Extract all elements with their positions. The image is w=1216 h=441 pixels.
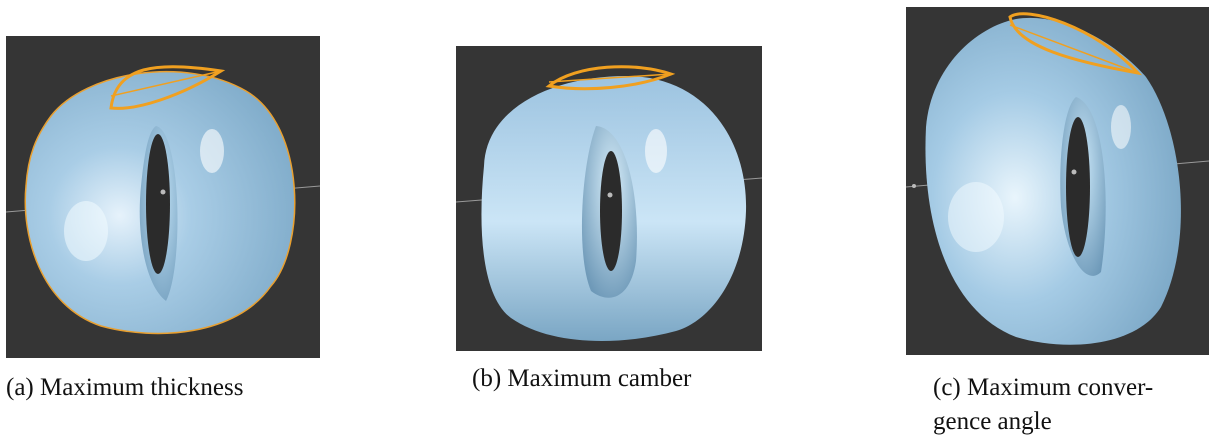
caption-text-b: Maximum camber <box>507 365 692 392</box>
highlight-a2 <box>200 129 224 173</box>
caption-c-line2: gence angle <box>933 408 1052 435</box>
axis-origin-b <box>607 192 613 198</box>
caption-c: (c) Maximum conver- gence angle <box>933 371 1209 439</box>
nacelle-render-c <box>906 12 1209 345</box>
caption-a: (a) Maximum thickness <box>6 371 320 405</box>
caption-text-a: Maximum thickness <box>40 374 244 401</box>
axis-origin-a <box>160 189 166 195</box>
caption-label-c: (c) <box>933 374 961 401</box>
caption-text-c: Maximum conver- <box>967 374 1154 401</box>
render-viewport-b <box>456 46 762 351</box>
highlight-c2 <box>1111 105 1131 149</box>
render-viewport-c <box>906 7 1209 355</box>
caption-label-a: (a) <box>6 374 34 401</box>
axis-origin-c <box>1071 169 1077 175</box>
render-viewport-a <box>6 36 320 358</box>
airfoil-chord-a <box>110 70 222 97</box>
nacelle-render-a <box>6 65 320 335</box>
nacelle-opening-b <box>600 151 622 271</box>
nacelle-opening-a <box>146 134 170 274</box>
highlight-c <box>948 182 1004 252</box>
highlight-a <box>64 201 108 261</box>
axis-end-c <box>912 184 916 188</box>
nacelle-render-b <box>456 65 762 341</box>
highlight-b <box>645 129 667 173</box>
caption-b: (b) Maximum camber <box>472 362 778 396</box>
caption-label-b: (b) <box>472 365 502 392</box>
airfoil-chord-b <box>548 73 672 83</box>
airfoil-chord-c <box>1009 24 1139 74</box>
nacelle-body-c <box>925 17 1181 345</box>
caption-c-line1: (c) Maximum conver- <box>933 371 1209 405</box>
nacelle-opening-c <box>1066 117 1090 257</box>
